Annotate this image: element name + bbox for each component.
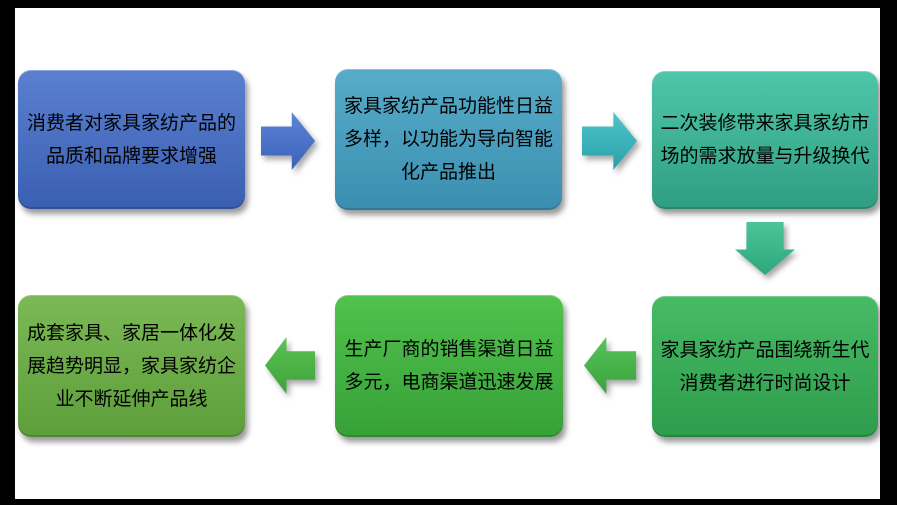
flow-connector-4 [584,337,636,394]
flow-box-integrated-product-lines: 成套家具、家居一体化发展趋势明显，家具家纺企业不断延伸产品线 [18,295,245,437]
flow-connector-2 [582,112,637,170]
flow-box-text: 生产厂商的销售渠道日益多元，电商渠道迅速发展 [344,339,554,393]
flow-box-text: 二次装修带来家具家纺市场的需求放量与升级换代 [660,113,870,167]
right-arrow-icon [261,112,315,170]
left-arrow-icon [584,337,636,394]
flow-box-text: 家具家纺产品功能性日益多样，以功能为导向智能化产品推出 [343,96,553,183]
flow-box-text: 成套家具、家居一体化发展趋势明显，家具家纺企业不断延伸产品线 [26,322,236,410]
down-arrow-icon [735,222,795,275]
flow-connector-5 [265,337,315,394]
flow-box-consumer-quality-demand: 消费者对家具家纺产品的品质和品牌要求增强 [18,70,245,209]
flow-connector-3 [735,222,795,275]
flow-box-renovation-demand: 二次装修带来家具家纺市场的需求放量与升级换代 [652,71,878,209]
flow-box-text: 消费者对家具家纺产品的品质和品牌要求增强 [26,112,236,167]
flow-box-functional-smart-products: 家具家纺产品功能性日益多样，以功能为导向智能化产品推出 [335,69,562,210]
flow-connector-1 [261,112,315,170]
flow-box-sales-channels: 生产厂商的销售渠道日益多元，电商渠道迅速发展 [335,295,563,437]
flow-box-text: 家具家纺产品围绕新生代消费者进行时尚设计 [660,339,870,394]
left-arrow-icon [265,337,315,394]
flow-box-fashion-design: 家具家纺产品围绕新生代消费者进行时尚设计 [652,296,878,437]
right-arrow-icon [582,112,637,170]
